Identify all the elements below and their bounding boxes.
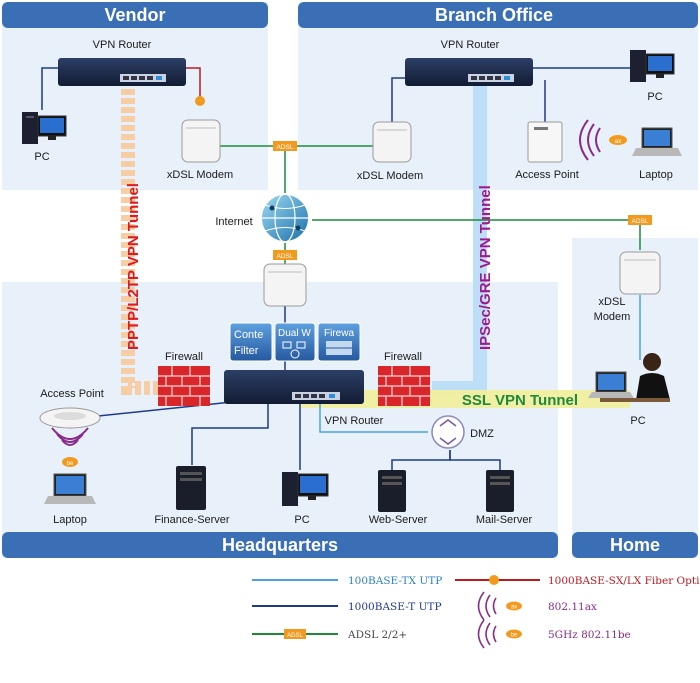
- branch-wifi-badge: ax: [615, 138, 623, 145]
- dual-wan-text: Dual W: [278, 328, 311, 339]
- internet-globe-icon: [260, 193, 310, 243]
- firewall-right-label: Firewall: [384, 351, 422, 363]
- legend-fiber-text: 1000BASE-SX/LX Fiber Optic: [548, 575, 700, 587]
- home-modem-label-2: Modem: [594, 311, 631, 323]
- vendor-modem-icon: [181, 119, 221, 163]
- legend-ax-wifi-icon: ax: [477, 591, 522, 621]
- firewall-left-icon: [158, 366, 210, 406]
- adsl-badge: [273, 141, 297, 151]
- home-user-icon: [588, 353, 670, 402]
- web-server-icon: [378, 470, 406, 512]
- hq-wifi-icon: be: [51, 427, 89, 467]
- branch-title: Branch Office: [435, 5, 553, 25]
- sfp-badge: [195, 96, 205, 106]
- firewall-tile: Firewa: [317, 322, 361, 362]
- adsl-badge-text: ADSL: [277, 144, 294, 151]
- branch-modem-link: [391, 77, 410, 128]
- ipsec-tunnel-label: IPSec/GRE VPN Tunnel: [477, 185, 494, 350]
- branch-zone: [298, 2, 698, 190]
- adsl-badge-hq-text: ADSL: [277, 253, 294, 260]
- dual-wan-tile: Dual W: [274, 322, 316, 362]
- firewall-tile-text: Firewa: [324, 328, 354, 339]
- legend-adsl-badge-text: ADSL: [287, 633, 303, 639]
- finance-server-icon: [176, 466, 206, 510]
- web-server-label: Web-Server: [369, 514, 428, 526]
- branch-laptop-label: Laptop: [639, 169, 673, 181]
- firewall-left-label: Firewall: [165, 351, 203, 363]
- pptp-tunnel-band: [121, 80, 168, 395]
- hq-router-label: VPN Router: [325, 415, 384, 427]
- legend-fiber-badge: [489, 575, 499, 585]
- adsl-badge-home: [628, 215, 652, 225]
- hq-router: [224, 370, 364, 404]
- hq-finance-link: [191, 402, 269, 465]
- vendor-pc-icon: [22, 112, 67, 144]
- vendor-pc-link: [41, 67, 60, 110]
- mail-server-label: Mail-Server: [476, 514, 533, 526]
- vendor-modem-label: xDSL Modem: [167, 169, 233, 181]
- home-pc-label: PC: [630, 415, 645, 427]
- legend-adsl-text: ADSL 2/2+: [347, 629, 407, 641]
- home-header: [572, 532, 698, 558]
- branch-laptop-icon: [632, 127, 682, 156]
- hq-wifi-badge: be: [67, 461, 74, 467]
- hq-pc-icon: [282, 472, 329, 506]
- hq-laptop-label: Laptop: [53, 514, 87, 526]
- firewall-right-icon: [378, 366, 430, 406]
- adsl-badge-hq: [273, 250, 297, 260]
- branch-pc-label: PC: [647, 91, 662, 103]
- branch-modem-label: xDSL Modem: [357, 170, 423, 182]
- legend-be-text: 5GHz 802.11be: [548, 629, 631, 641]
- vendor-title: Vendor: [104, 5, 165, 25]
- branch-ap-label: Access Point: [515, 169, 579, 181]
- content-filter-tile: Conte Filter: [229, 322, 273, 362]
- legend-ax-text: 802.11ax: [548, 601, 597, 613]
- legend-ax-badge: ax: [511, 605, 517, 611]
- home-modem-label-1: xDSL: [599, 296, 626, 308]
- hq-laptop-icon: [44, 473, 96, 504]
- legend-be-wifi-icon: be: [477, 619, 522, 649]
- branch-wifi-icon: ax: [579, 119, 627, 161]
- hq-dmz-link: [319, 402, 428, 433]
- legend-t-text: 1000BASE-T UTP: [348, 601, 442, 613]
- finance-server-label: Finance-Server: [154, 514, 230, 526]
- hq-title: Headquarters: [222, 535, 338, 555]
- vendor-header: [2, 2, 268, 28]
- mail-server-icon: [486, 470, 514, 512]
- adsl-badge-home-text: ADSL: [632, 218, 649, 225]
- content-filter-text-2: Filter: [234, 345, 259, 357]
- branch-router: [405, 58, 533, 86]
- hq-modem-icon: [263, 263, 307, 307]
- home-modem-icon: [619, 251, 661, 295]
- legend-be-badge: be: [511, 633, 518, 639]
- hq-header: [2, 532, 558, 558]
- dmz-label: DMZ: [470, 428, 494, 440]
- branch-modem-icon: [372, 121, 412, 163]
- dmz-mail-link: [449, 450, 501, 470]
- dmz-switch-icon: [431, 415, 465, 449]
- legend-tx-text: 100BASE-TX UTP: [348, 575, 442, 587]
- vendor-router-label: VPN Router: [93, 39, 152, 51]
- ssl-tunnel-label: SSL VPN Tunnel: [462, 392, 578, 409]
- hq-pc-label: PC: [294, 514, 309, 526]
- ipsec-tunnel-band: [432, 80, 487, 395]
- hq-ap-icon: [39, 407, 101, 429]
- hq-ap-label: Access Point: [40, 388, 104, 400]
- vendor-pc-label: PC: [34, 151, 49, 163]
- branch-pc-icon: [630, 50, 675, 82]
- branch-router-label: VPN Router: [441, 39, 500, 51]
- branch-ap-icon: [527, 121, 563, 163]
- home-title: Home: [610, 535, 660, 555]
- legend: 100BASE-TX UTP 1000BASE-T UTP ADSL ADSL …: [252, 575, 700, 649]
- vendor-router: [58, 58, 186, 86]
- legend-adsl-badge: [284, 629, 306, 639]
- pptp-tunnel-label: PPTP/L2TP VPN Tunnel: [125, 183, 142, 350]
- internet-label: Internet: [215, 216, 252, 228]
- vendor-zone: [2, 2, 268, 190]
- content-filter-text-1: Conte: [234, 329, 263, 341]
- branch-header: [298, 2, 698, 28]
